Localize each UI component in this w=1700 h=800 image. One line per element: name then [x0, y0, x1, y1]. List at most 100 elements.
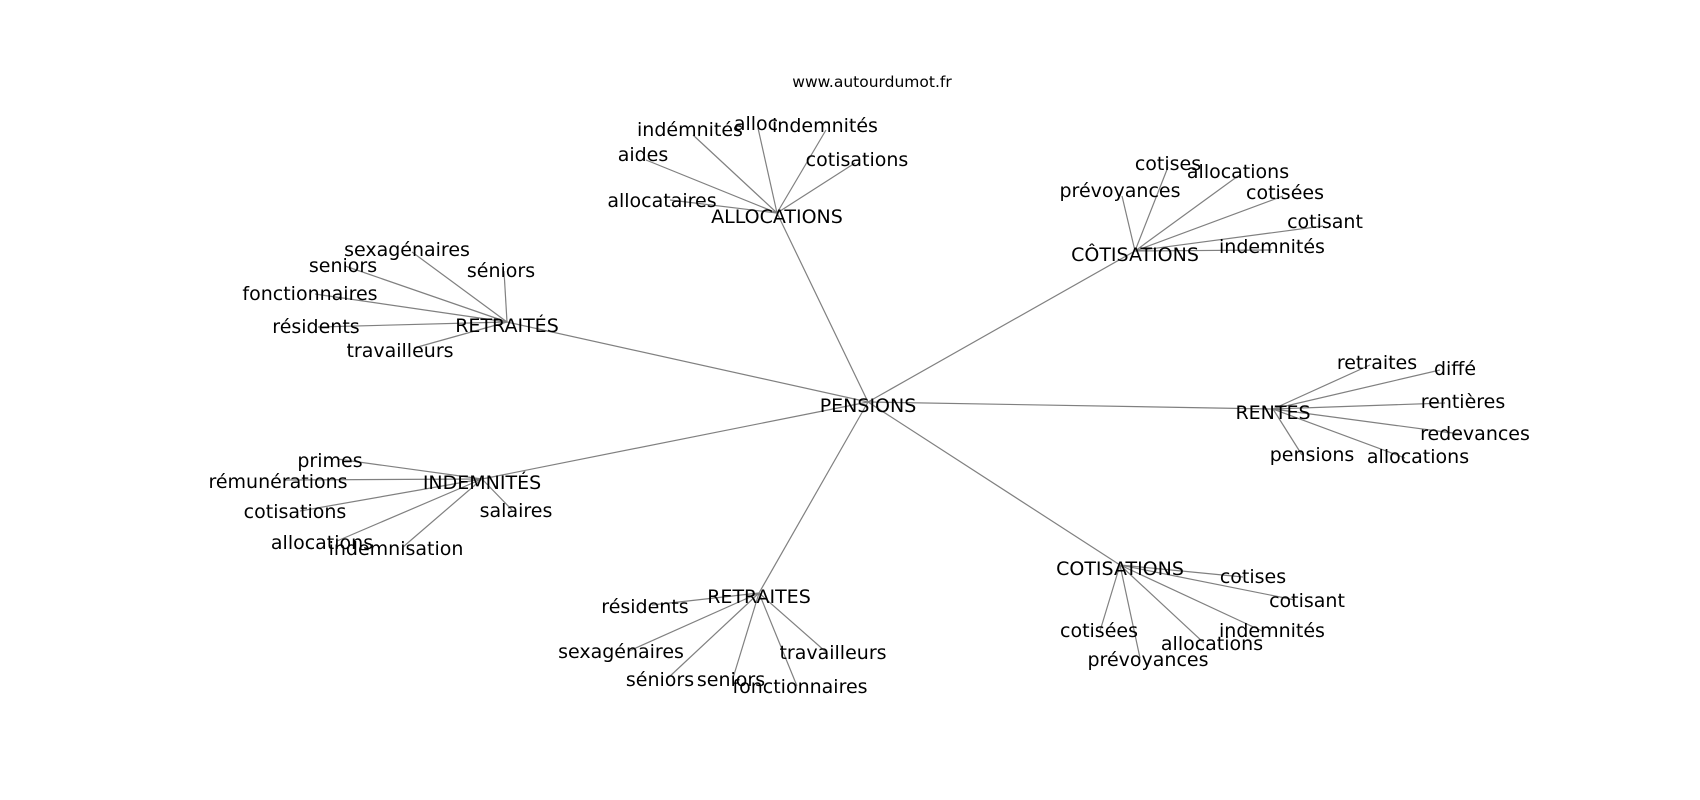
- leaf-node-label: fonctionnaires: [732, 676, 867, 698]
- edge-cotisations-leaf: [1099, 564, 1121, 632]
- edge-retraites-accent-leaf: [503, 270, 508, 323]
- graph-labels: www.autourdumot.fr PENSIONSALLOCATIONSal…: [208, 73, 1529, 698]
- edge-root-retraites-accent: [506, 321, 869, 403]
- edge-cotisations-accent-leaf: [1134, 249, 1273, 252]
- leaf-node-label: indémnités: [637, 119, 743, 141]
- edge-cotisations-accent-leaf: [1121, 195, 1136, 252]
- leaf-node-label: pensions: [1270, 444, 1355, 466]
- edge-cotisations-accent-leaf: [1134, 175, 1239, 252]
- edge-allocations-leaf: [645, 159, 778, 214]
- edge-indemnites-leaf: [336, 458, 483, 480]
- leaf-node-label: indemnités: [1219, 620, 1325, 642]
- root-node-label: PENSIONS: [820, 395, 917, 417]
- edge-indemnites-leaf: [284, 478, 483, 481]
- edge-retraites-accent-leaf: [317, 321, 508, 328]
- leaf-node-label: allocations: [1367, 446, 1469, 468]
- edge-retraites-leaf: [732, 592, 760, 679]
- leaf-node-label: travailleurs: [346, 340, 453, 362]
- leaf-node-label: redevances: [1420, 423, 1530, 445]
- edge-allocations-leaf: [776, 162, 856, 214]
- edge-root-cotisations-accent: [867, 250, 1136, 403]
- edge-retraites-leaf: [667, 592, 760, 679]
- leaf-node-label: prévoyances: [1060, 180, 1181, 202]
- edge-rentes-leaf: [1272, 402, 1446, 410]
- edge-cotisations-accent-leaf: [1134, 195, 1284, 252]
- leaf-node-label: résidents: [272, 316, 359, 338]
- edge-cotisations-leaf: [1119, 564, 1296, 601]
- leaf-node-label: alloc: [734, 113, 778, 135]
- edge-retraites-accent-leaf: [344, 265, 508, 323]
- leaf-node-label: allocations: [1161, 633, 1263, 655]
- edge-cotisations-leaf: [1119, 564, 1263, 632]
- hub-node-label: ALLOCATIONS: [711, 206, 843, 228]
- leaf-node-label: indemnités: [772, 115, 878, 137]
- edge-retraites-leaf: [651, 592, 760, 606]
- leaf-node-label: résidents: [601, 596, 688, 618]
- leaf-node-label: cotises: [1220, 566, 1286, 588]
- leaf-node-label: retraites: [1337, 352, 1417, 374]
- edge-root-cotisations: [867, 401, 1121, 566]
- edge-allocations-leaf: [669, 199, 778, 214]
- leaf-node-label: cotisées: [1246, 182, 1324, 204]
- leaf-node-label: cotisations: [244, 501, 347, 523]
- hub-node-label: RENTES: [1235, 402, 1310, 424]
- leaf-node-label: fonctionnaires: [242, 283, 377, 305]
- leaf-node-label: indemnités: [1219, 236, 1325, 258]
- edge-indemnites-leaf: [299, 478, 483, 512]
- leaf-node-label: prévoyances: [1088, 649, 1209, 671]
- leaf-node-label: sexagénaires: [558, 641, 684, 663]
- edge-cotisations-leaf: [1119, 564, 1141, 659]
- edge-retraites-accent-leaf: [411, 251, 508, 323]
- leaf-node-label: rémunérations: [208, 471, 347, 493]
- edge-rentes-leaf: [1272, 408, 1406, 459]
- leaf-node-label: diffé: [1434, 358, 1476, 380]
- leaf-node-label: cotisant: [1287, 211, 1363, 233]
- leaf-node-label: cotises: [1135, 153, 1201, 175]
- leaf-node-label: cotisant: [1269, 590, 1345, 612]
- edge-rentes-leaf: [1272, 408, 1303, 456]
- graph-edges: [284, 127, 1461, 687]
- edge-retraites-leaf: [758, 592, 798, 687]
- edge-indemnites-leaf: [402, 478, 483, 548]
- edge-allocations-leaf: [757, 127, 778, 214]
- leaf-node-label: cotisations: [806, 149, 909, 171]
- leaf-node-label: salaires: [480, 500, 553, 522]
- edge-indemnites-leaf: [481, 478, 513, 511]
- leaf-node-label: aides: [618, 144, 669, 166]
- leaf-node-label: cotisées: [1060, 620, 1138, 642]
- edge-rentes-leaf: [1272, 408, 1461, 435]
- edge-retraites-leaf: [758, 592, 827, 653]
- edge-root-indemnites: [481, 401, 869, 480]
- leaf-node-label: seniors: [697, 669, 765, 691]
- leaf-node-label: allocations: [1187, 161, 1289, 183]
- edge-retraites-leaf: [628, 592, 760, 652]
- edge-root-rentes: [867, 401, 1274, 410]
- hub-node-label: INDEMNITÉS: [423, 471, 541, 494]
- edge-rentes-leaf: [1272, 364, 1371, 410]
- edge-rentes-leaf: [1272, 369, 1441, 410]
- hub-node-label: CÔTISATIONS: [1071, 242, 1199, 266]
- edge-allocations-leaf: [692, 134, 778, 214]
- leaf-node-label: primes: [297, 450, 362, 472]
- edge-root-retraites: [758, 401, 869, 594]
- edge-cotisations-leaf: [1119, 564, 1244, 578]
- leaf-node-label: rentières: [1421, 391, 1506, 413]
- leaf-node-label: séniors: [467, 260, 535, 282]
- leaf-node-label: seniors: [309, 255, 377, 277]
- watermark-text: www.autourdumot.fr: [792, 73, 952, 91]
- edge-retraites-accent-leaf: [413, 321, 508, 349]
- leaf-node-label: séniors: [626, 669, 694, 691]
- leaf-node-label: allocataires: [607, 190, 716, 212]
- edge-allocations-leaf: [776, 129, 827, 214]
- leaf-node-label: indemnisation: [329, 538, 464, 560]
- hub-node-label: COTISATIONS: [1056, 558, 1184, 580]
- leaf-node-label: travailleurs: [779, 642, 886, 664]
- edge-cotisations-accent-leaf: [1134, 225, 1324, 252]
- leaf-node-label: allocations: [271, 532, 373, 554]
- edge-root-allocations: [776, 212, 869, 403]
- edge-indemnites-leaf: [336, 478, 483, 542]
- edge-cotisations-leaf: [1119, 564, 1205, 644]
- edge-cotisations-accent-leaf: [1134, 166, 1169, 252]
- leaf-node-label: sexagénaires: [344, 239, 470, 261]
